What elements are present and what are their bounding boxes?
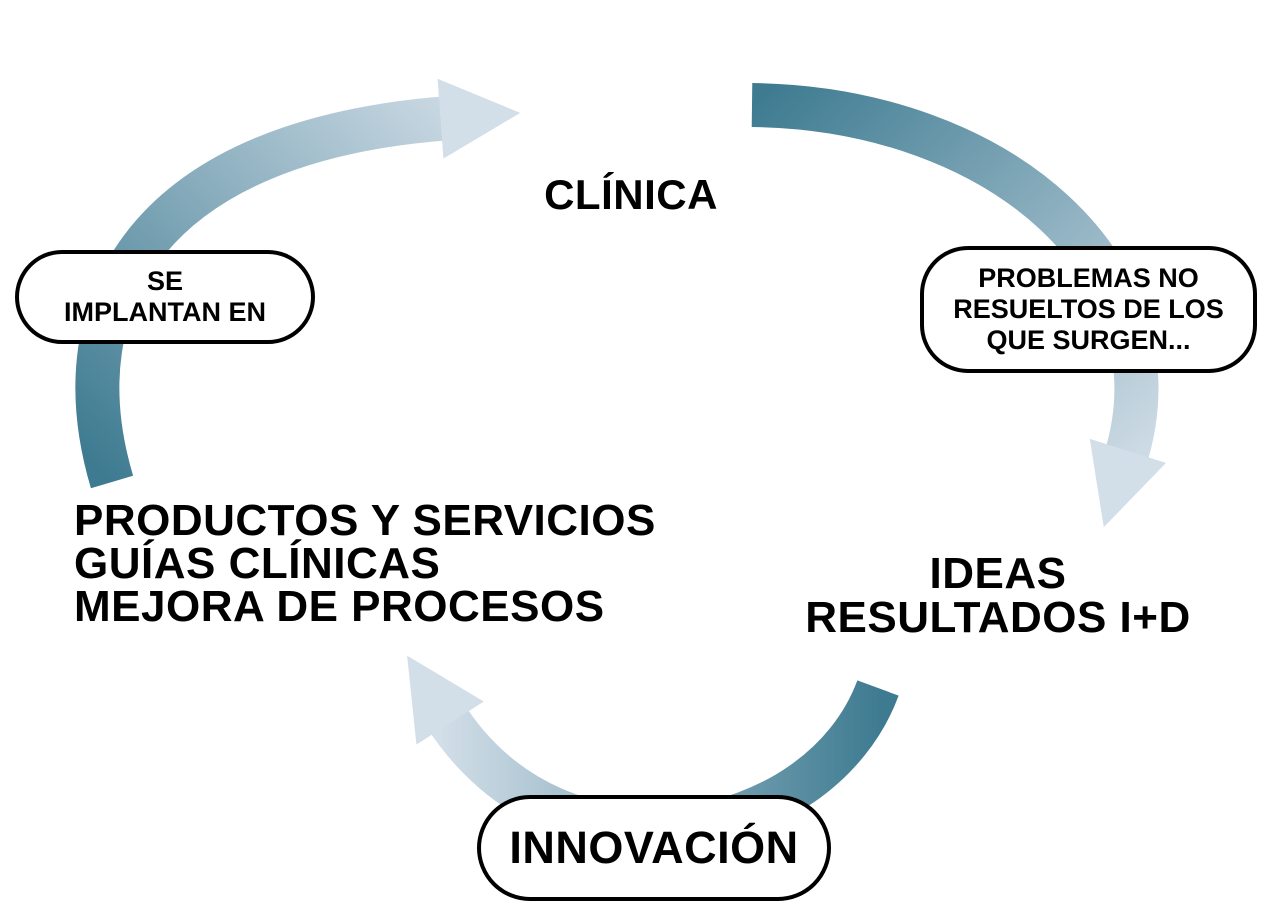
arrow-clinica-to-ideas [751,83,1167,528]
callout-problemas-line-1: PROBLEMAS NO [978,263,1199,293]
callout-innovacion: INNOVACIÓN [477,795,831,901]
callout-problemas-line-3: QUE SURGEN... [986,325,1191,355]
node-clinica: CLÍNICA [544,173,718,217]
node-ideas-line-2: RESULTADOS I+D [805,593,1191,642]
node-ideas-line-1: IDEAS [929,549,1067,598]
callout-se-implantan-line-1: SE [146,266,184,296]
arrow-productos-to-clinica [75,78,521,489]
callout-problemas-line-2: RESUELTOS DE LOS [953,294,1224,324]
node-ideas: IDEAS RESULTADOS I+D [805,552,1191,640]
node-productos-line-1: PRODUCTOS Y SERVICIOS [74,496,656,545]
callout-se-implantan: SE IMPLANTAN EN [15,250,315,344]
callout-se-implantan-line-2: IMPLANTAN EN [64,297,266,327]
node-productos-line-3: MEJORA DE PROCESOS [74,582,605,631]
node-clinica-label: CLÍNICA [544,171,718,218]
callout-problemas: PROBLEMAS NO RESUELTOS DE LOS QUE SURGEN… [920,246,1257,373]
node-productos: PRODUCTOS Y SERVICIOS GUÍAS CLÍNICAS MEJ… [74,496,656,631]
node-productos-line-2: GUÍAS CLÍNICAS [74,539,441,588]
callout-innovacion-label: INNOVACIÓN [509,822,799,873]
